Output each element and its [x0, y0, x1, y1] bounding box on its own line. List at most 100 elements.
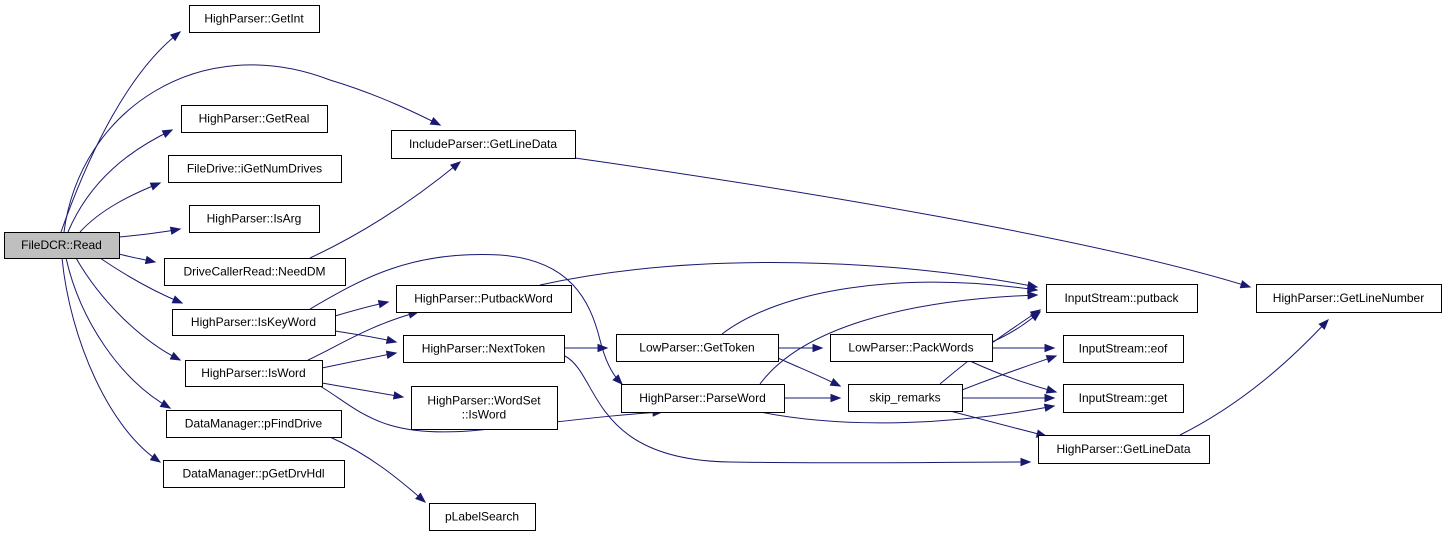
node-box[interactable]: [164, 258, 346, 286]
node-box[interactable]: [1046, 284, 1198, 313]
edge-iskeyword-to-parseword: [309, 253, 623, 385]
edge-skip_remarks-to-eof: [961, 355, 1058, 391]
node-eof[interactable]: InputStream::eof: [1063, 335, 1184, 363]
node-label: FileDCR::Read: [21, 238, 102, 252]
node-iskeyword[interactable]: HighParser::IsKeyWord: [172, 309, 336, 336]
edge-line: [939, 309, 1041, 385]
node-needdm[interactable]: DriveCallerRead::NeedDM: [164, 258, 346, 286]
edge-line: [574, 157, 1251, 288]
node-box[interactable]: [189, 205, 320, 233]
arrowhead: [1043, 403, 1056, 412]
arrowhead: [1045, 355, 1058, 364]
node-label: HighParser::GetLineData: [1056, 442, 1190, 456]
node-putback[interactable]: InputStream::putback: [1046, 284, 1198, 313]
node-box[interactable]: [396, 285, 572, 313]
node-packwords[interactable]: LowParser::PackWords: [830, 334, 993, 362]
node-include_getlinedata[interactable]: IncludeParser::GetLineData: [391, 130, 576, 159]
node-box[interactable]: [429, 503, 536, 531]
edge-read-to-getreal: [67, 129, 174, 233]
node-box[interactable]: [848, 384, 963, 412]
node-box[interactable]: [1256, 284, 1442, 313]
node-isarg[interactable]: HighParser::IsArg: [189, 205, 320, 233]
edges-layer: [60, 31, 1329, 503]
edge-nexttoken-to-hp_getlinedata: [564, 355, 1032, 467]
arrowhead: [144, 255, 157, 265]
node-pfinddrive[interactable]: DataManager::pFindDrive: [166, 410, 342, 438]
node-label: InputStream::get: [1079, 391, 1168, 405]
arrowhead: [161, 129, 174, 138]
node-plabelsearch[interactable]: pLabelSearch: [429, 503, 536, 531]
node-box[interactable]: [621, 384, 785, 413]
edge-line: [65, 257, 171, 409]
node-read[interactable]: FileDCR::Read: [4, 232, 120, 259]
node-parseword[interactable]: HighParser::ParseWord: [621, 384, 785, 413]
edge-read-to-getint: [60, 31, 182, 233]
node-box[interactable]: [163, 460, 345, 488]
edge-iskeyword-to-putbackword: [334, 299, 390, 317]
edge-line: [969, 360, 1057, 393]
nodes-layer: FileDCR::Read HighParser::GetIntHighParse…: [4, 5, 1442, 531]
arrowhead: [377, 299, 390, 309]
node-label: HighParser::PutbackWord: [414, 292, 553, 306]
arrowhead: [149, 453, 162, 463]
edge-read-to-iskeyword: [99, 257, 184, 304]
node-label: ::IsWord: [462, 408, 506, 422]
edge-line: [60, 31, 181, 233]
arrowhead: [597, 343, 609, 353]
edge-needdm-to-include_getlinedata: [309, 161, 462, 259]
node-box[interactable]: [4, 232, 120, 259]
node-box[interactable]: [166, 410, 342, 438]
node-box[interactable]: [1038, 435, 1210, 464]
edge-line: [309, 161, 461, 259]
edge-line: [321, 352, 397, 369]
node-getint[interactable]: HighParser::GetInt: [189, 5, 320, 33]
edge-skip_remarks-to-putback: [939, 309, 1042, 385]
edge-line: [721, 281, 1038, 335]
edge-isword-to-nexttoken: [321, 350, 398, 369]
node-hp_getlinedata[interactable]: HighParser::GetLineData: [1038, 435, 1210, 464]
edge-line: [75, 257, 181, 361]
node-box[interactable]: [1063, 335, 1184, 363]
node-nexttoken[interactable]: HighParser::NextToken: [403, 335, 565, 363]
node-wordset_isword[interactable]: HighParser::WordSet::IsWord: [411, 386, 558, 430]
node-box[interactable]: [830, 334, 993, 362]
node-get[interactable]: InputStream::get: [1063, 384, 1184, 413]
arrowhead: [1026, 284, 1039, 293]
node-isword[interactable]: HighParser::IsWord: [185, 360, 323, 387]
node-box[interactable]: [189, 5, 320, 33]
arrowhead: [830, 393, 842, 403]
arrowhead: [1239, 280, 1252, 289]
node-igetnumdrives[interactable]: FileDrive::iGetNumDrives: [168, 155, 342, 183]
edge-parseword-to-get: [759, 403, 1056, 424]
arrowhead: [169, 351, 182, 361]
node-gettoken[interactable]: LowParser::GetToken: [616, 334, 779, 362]
node-box[interactable]: [403, 335, 565, 363]
node-label: HighParser::NextToken: [422, 342, 545, 356]
node-box[interactable]: [181, 105, 328, 133]
edge-line: [67, 129, 173, 233]
node-pgetdrvhdl[interactable]: DataManager::pGetDrvHdl: [163, 460, 345, 488]
node-putbackword[interactable]: HighParser::PutbackWord: [396, 285, 572, 313]
node-box[interactable]: [172, 309, 336, 336]
node-label: HighParser::GetReal: [199, 112, 310, 126]
arrowhead: [171, 295, 184, 304]
edge-line: [309, 253, 623, 385]
arrowhead: [1045, 385, 1058, 394]
node-box[interactable]: [168, 155, 342, 183]
arrowhead: [169, 31, 182, 42]
node-getlinenumber[interactable]: HighParser::GetLineNumber: [1256, 284, 1442, 313]
node-label: InputStream::eof: [1079, 342, 1168, 356]
node-box[interactable]: [185, 360, 323, 387]
arrowhead: [385, 335, 398, 344]
arrowhead: [1020, 457, 1032, 467]
edge-line: [307, 311, 419, 361]
node-box[interactable]: [411, 386, 558, 430]
node-label: HighParser::GetInt: [204, 12, 304, 26]
node-box[interactable]: [1063, 384, 1184, 413]
arrowhead: [1027, 291, 1039, 300]
node-getreal[interactable]: HighParser::GetReal: [181, 105, 328, 133]
node-skip_remarks[interactable]: skip_remarks: [848, 384, 963, 412]
node-box[interactable]: [391, 130, 576, 159]
node-box[interactable]: [616, 334, 779, 362]
